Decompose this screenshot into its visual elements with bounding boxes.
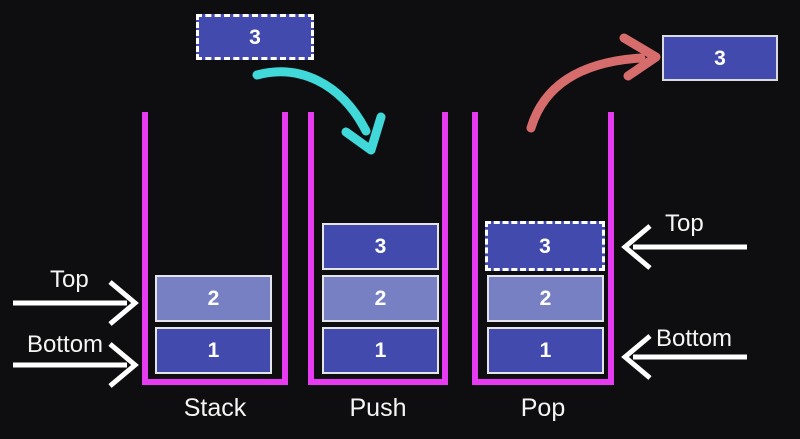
label-push: Push [349,394,407,422]
pop-block-3-dashed: 3 [485,221,605,271]
stack-container-pop [472,112,614,385]
pop-block-2: 2 [487,275,604,322]
block-value: 3 [539,234,551,258]
stack-container-stack [142,112,288,385]
left-bottom-label: Bottom [27,331,104,358]
left-top-label: Top [50,266,89,293]
block-value: 2 [539,287,552,310]
push-block-2: 2 [322,275,439,322]
block-value: 1 [207,339,220,362]
incoming-push-block: 3 [196,14,314,60]
stack-block-2: 2 [155,275,272,322]
popped-block: 3 [662,35,778,81]
block-value: 2 [374,287,387,310]
push-block-1: 1 [322,327,439,374]
right-bottom-label: Bottom [656,325,733,352]
stack-container-push [308,112,448,385]
block-value: 3 [714,46,726,70]
push-block-3: 3 [322,223,439,270]
label-pop: Pop [520,394,566,422]
block-value: 1 [374,339,387,362]
block-value: 1 [539,339,552,362]
block-value: 3 [249,25,261,49]
pop-block-1: 1 [487,327,604,374]
stack-block-1: 1 [155,327,272,374]
label-stack: Stack [183,394,247,422]
block-value: 3 [374,235,387,258]
right-top-label: Top [665,210,704,237]
block-value: 2 [207,287,220,310]
